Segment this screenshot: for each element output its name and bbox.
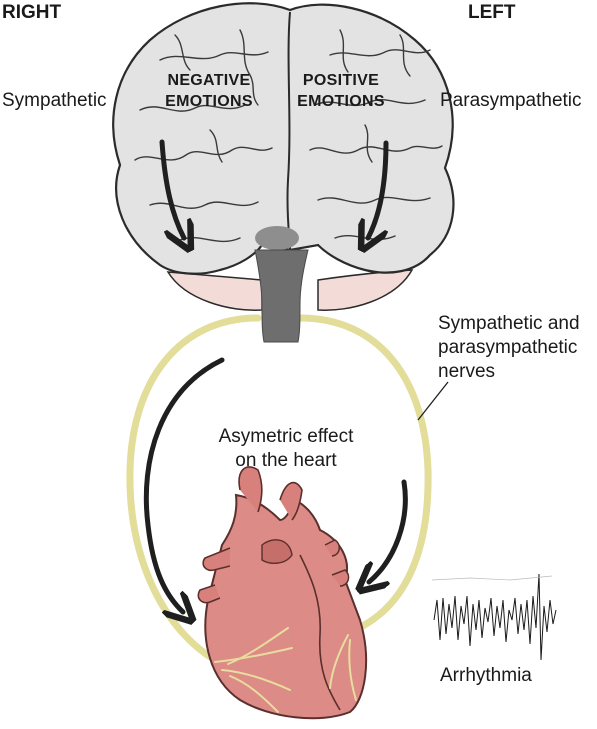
right-heart-arrow [143, 357, 225, 612]
emotion-arrows [143, 139, 408, 612]
brain [112, 2, 455, 275]
nerve-leader-line [417, 381, 449, 421]
negative-arrow [159, 139, 184, 238]
sympathetic-label: Sympathetic [2, 90, 107, 111]
parasympathetic-label: Parasympathetic [440, 90, 582, 111]
left-hemisphere-label: LEFT [468, 2, 516, 23]
nerves-label: Sympathetic and parasympathetic nerves [438, 313, 580, 382]
negative-emotions-label: NEGATIVE EMOTIONS [165, 72, 253, 110]
asymmetric-effect-label: Asymetric effect on the heart [218, 426, 354, 471]
positive-arrow [368, 140, 389, 238]
positive-emotions-label: POSITIVE EMOTIONS [297, 72, 385, 110]
left-heart-arrow [369, 479, 408, 582]
arrhythmia-trace [431, 573, 557, 661]
arrhythmia-label: Arrhythmia [440, 665, 532, 686]
heart [197, 466, 368, 720]
right-hemisphere-label: RIGHT [2, 2, 62, 23]
brainstem [254, 249, 309, 343]
